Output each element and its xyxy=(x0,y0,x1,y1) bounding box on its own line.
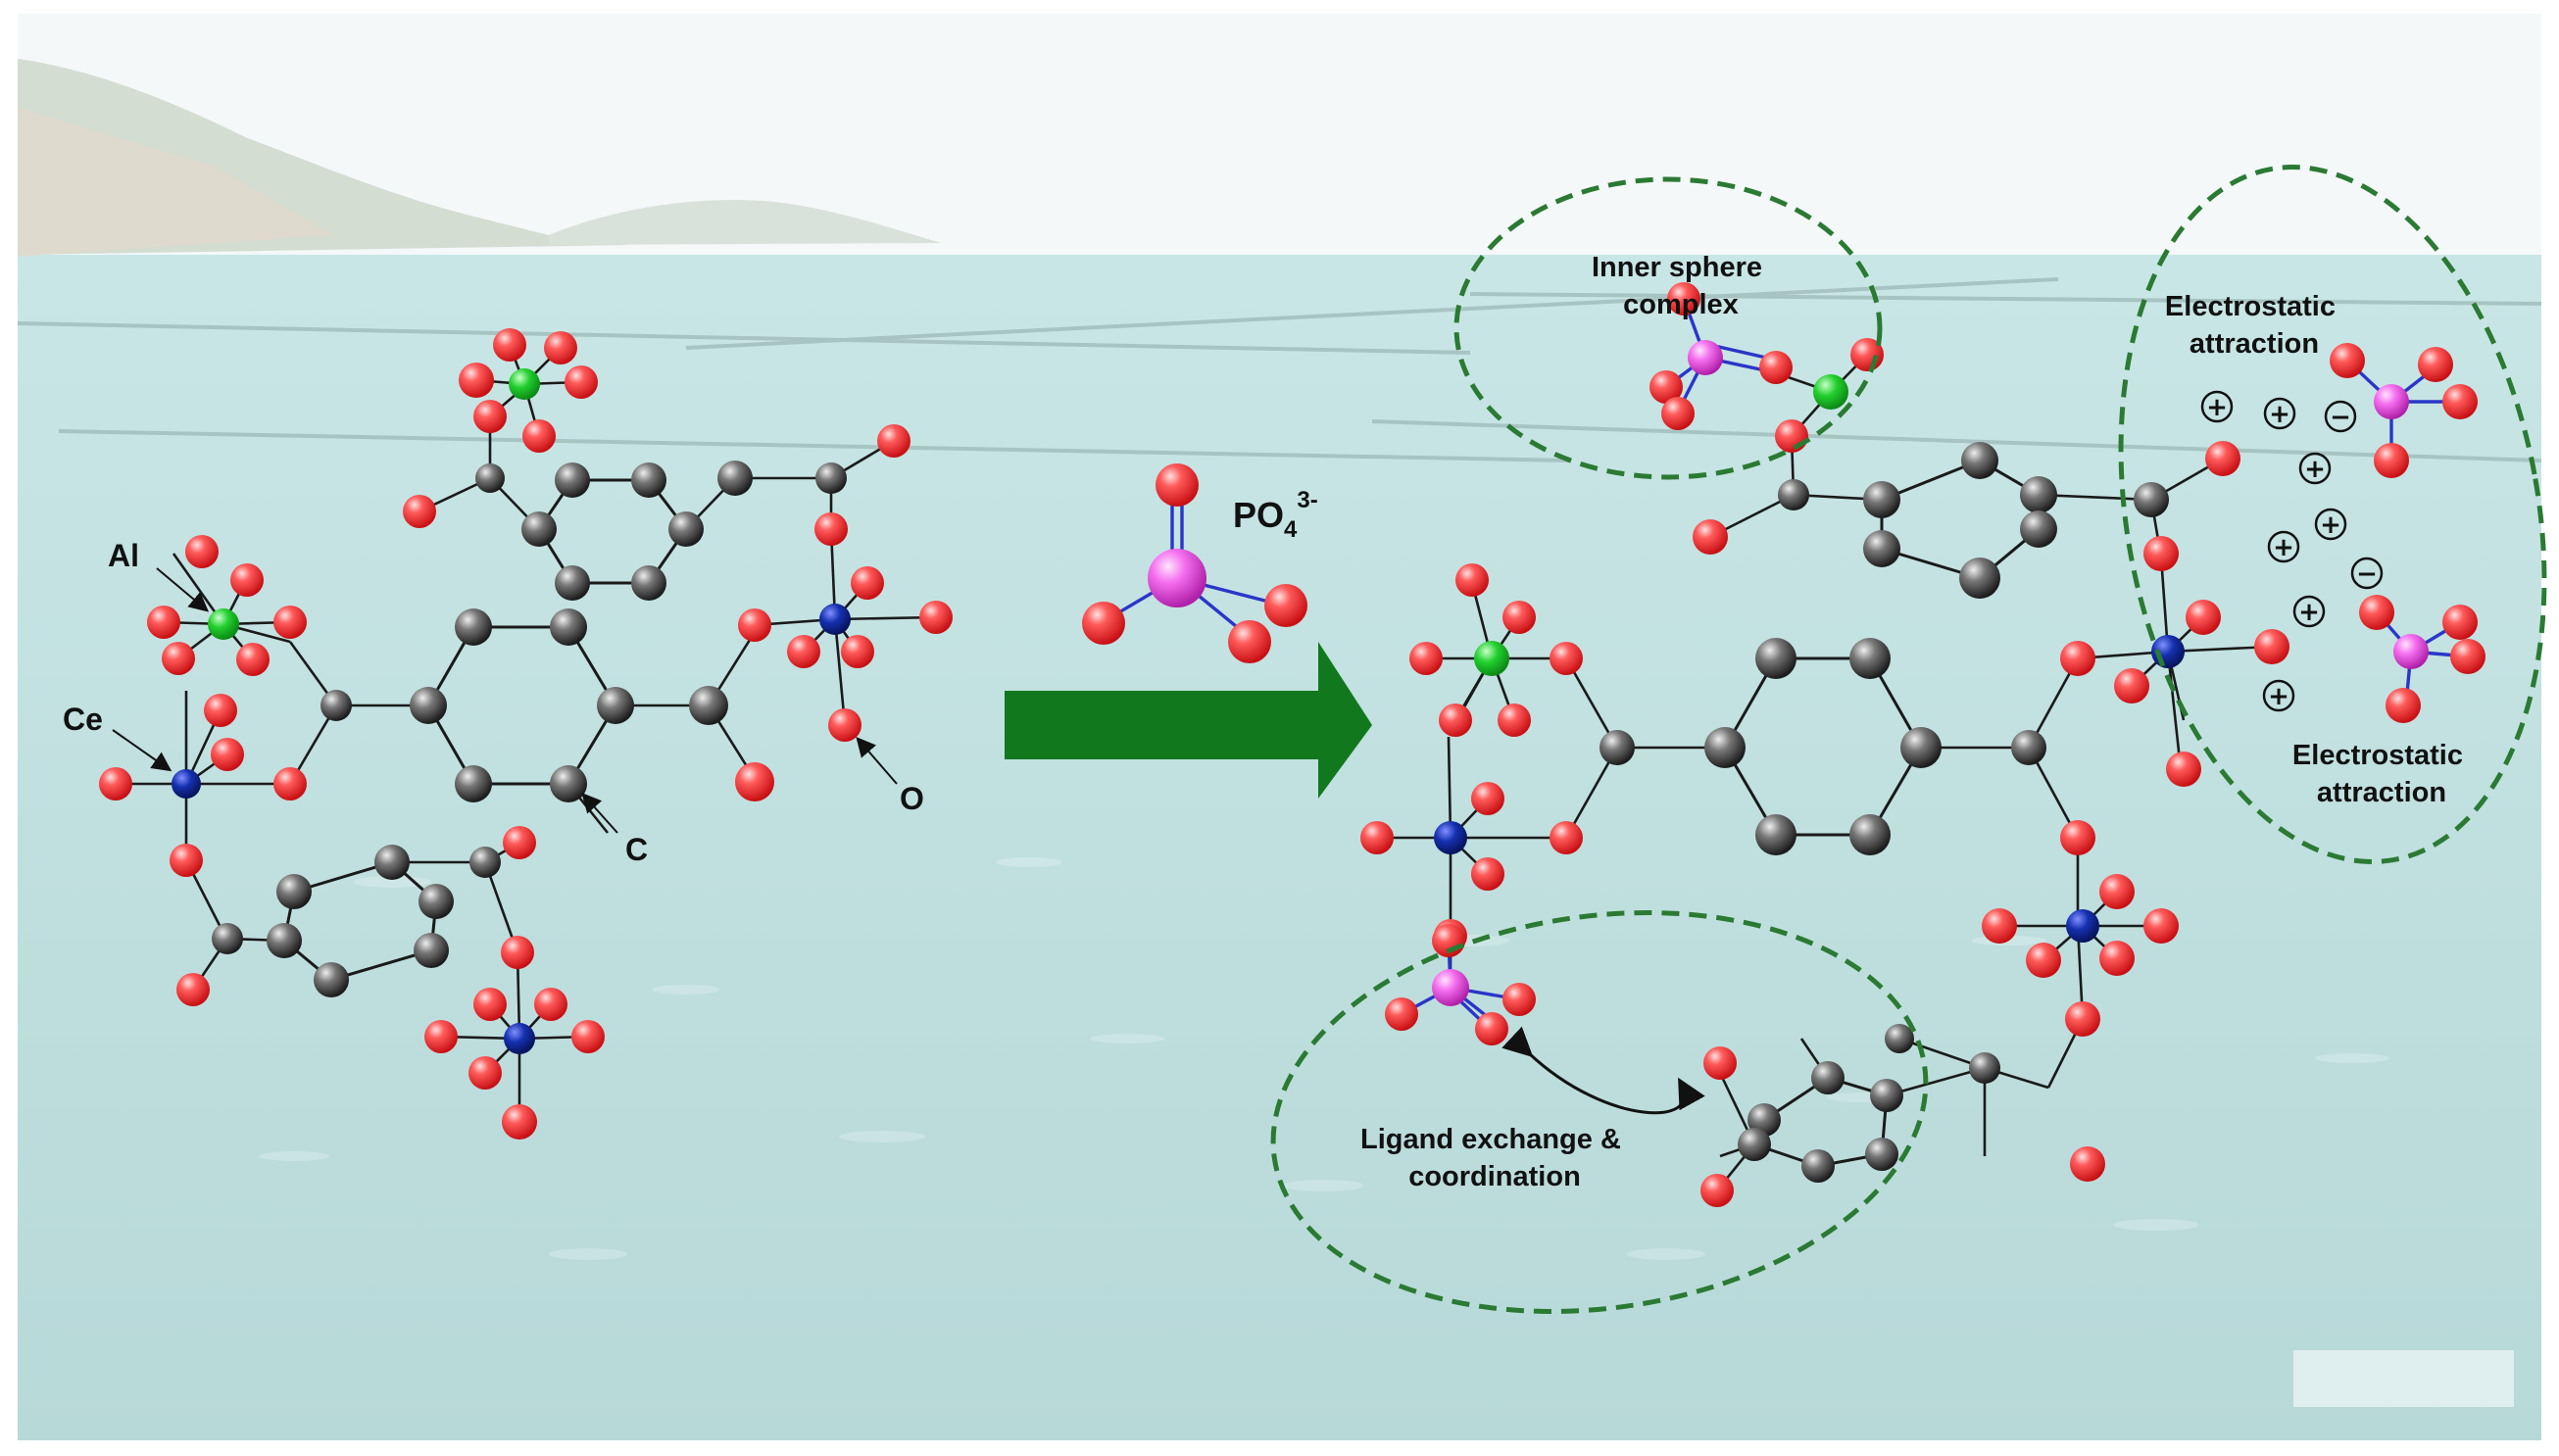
electrostatic-ellipse xyxy=(2118,165,2547,864)
inner-sphere-label: Inner sphere complex xyxy=(1592,252,1770,320)
reaction-arrow xyxy=(1005,642,1372,799)
svg-text:+: + xyxy=(2206,393,2228,422)
svg-text:−: − xyxy=(2330,403,2351,432)
plus-charge: + xyxy=(2262,679,2295,712)
svg-text:+: + xyxy=(2268,682,2289,711)
svg-text:+: + xyxy=(2320,510,2341,540)
plus-charge: + xyxy=(2292,595,2326,628)
phosphate-formula: PO43- xyxy=(1233,487,1318,543)
oxygen-atoms-right xyxy=(1360,282,2485,1207)
phosphorus-atom xyxy=(1432,969,1469,1006)
phosphorus-atom xyxy=(1688,340,1723,375)
svg-text:−: − xyxy=(2356,559,2378,589)
mof-structure-after xyxy=(1360,282,2485,1207)
plus-charge: + xyxy=(2263,397,2296,430)
electrostatic-bottom-label: Electrostatic attraction xyxy=(2292,740,2471,808)
charge-symbols: + + − + + + − + + xyxy=(2200,390,2384,712)
phosphorus-atom xyxy=(2393,634,2429,669)
ligand-exchange-label: Ligand exchange & coordination xyxy=(1360,1124,1629,1192)
label-aluminum: Al xyxy=(108,538,139,573)
cerium-atom xyxy=(172,769,201,799)
aluminum-atom xyxy=(1474,641,1509,676)
aluminum-atom xyxy=(509,368,540,400)
oxygen-atoms-left xyxy=(99,328,953,1140)
plus-charge: + xyxy=(2267,530,2300,563)
label-oxygen: O xyxy=(900,781,924,816)
cerium-atom xyxy=(819,604,851,635)
carbon-atoms-right xyxy=(1599,442,2169,1183)
svg-text:+: + xyxy=(2304,455,2326,484)
svg-text:+: + xyxy=(2298,598,2320,627)
minus-charge: − xyxy=(2324,400,2357,433)
plus-charge: + xyxy=(2298,452,2332,485)
svg-text:+: + xyxy=(2269,400,2290,429)
aluminum-atom xyxy=(208,608,239,640)
carbon-atoms-left xyxy=(212,461,847,997)
cerium-atom xyxy=(1434,821,1467,854)
label-cerium: Ce xyxy=(63,702,103,737)
cerium-atom xyxy=(2066,909,2099,943)
aluminum-atom xyxy=(1813,374,1848,410)
plus-charge: + xyxy=(2200,390,2234,423)
inner-sphere-ellipse xyxy=(1453,176,1883,480)
phosphate-ion: PO43- xyxy=(1082,463,1318,663)
plus-charge: + xyxy=(2314,508,2347,541)
phosphorus-atom xyxy=(2374,384,2409,419)
exchange-arrow xyxy=(1501,1026,1705,1115)
electrostatic-top-label: Electrostatic attraction xyxy=(2165,291,2343,360)
mof-structure-before: Al Ce C O xyxy=(63,328,953,1140)
label-carbon: C xyxy=(625,832,648,867)
cerium-atom xyxy=(504,1023,535,1054)
svg-text:+: + xyxy=(2273,533,2294,562)
minus-charge: − xyxy=(2350,557,2384,590)
